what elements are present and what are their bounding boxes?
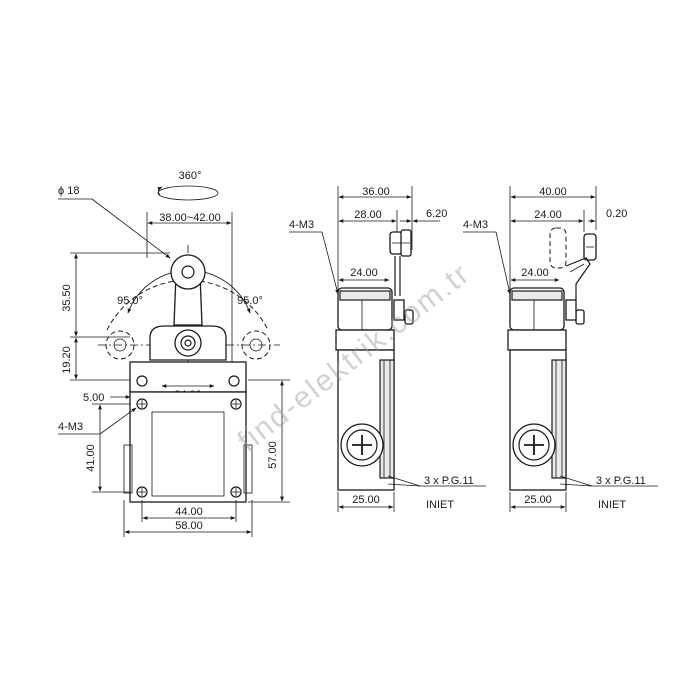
front-view: 360° ϕ 18 38.00~42.00 95.0° 95.0°	[58, 170, 290, 537]
switch-body	[129, 391, 247, 503]
side2-arm-width: 24.00	[534, 209, 562, 221]
side2-conduit: 3 x P.G.11	[596, 475, 646, 487]
side1-total-width: 36.00	[362, 186, 390, 198]
diameter-label: ϕ 18	[58, 185, 79, 197]
roller-wheel	[170, 254, 206, 290]
side1-mount-holes: 4-M3	[289, 219, 314, 231]
height-lower-dimension: 19.20	[61, 346, 73, 374]
screw-offset-dimension: 5.00	[83, 392, 104, 404]
body-height-total-dimension: 57.00	[267, 441, 279, 469]
rotation-arrow-icon	[157, 185, 219, 201]
side-view-1: 36.00 28.00 6.20 4-M3 24.00 2	[289, 186, 486, 512]
rotation-label: 360°	[179, 170, 202, 182]
side2-inlet: INIET	[598, 499, 626, 511]
side1-arm-width: 28.00	[354, 209, 382, 221]
side1-conduit: 3 x P.G.11	[424, 475, 474, 487]
body-width-total-dimension: 58.00	[175, 520, 203, 532]
angle-left-label: 95.0°	[117, 295, 143, 307]
side1-base-width: 25.00	[352, 494, 380, 506]
side-view-2: 40.00 24.00 0.20 4-M3 24.00 2	[463, 186, 658, 512]
side2-arm-offset: 0.20	[606, 208, 627, 220]
side1-inlet: INIET	[426, 499, 454, 511]
body-height-low-dimension: 41.00	[85, 444, 97, 472]
side1-head-width: 24.00	[350, 267, 378, 279]
mount-holes-label: 4-M3	[58, 421, 83, 433]
height-upper-dimension: 35.50	[61, 284, 73, 312]
mount-screws	[136, 398, 242, 498]
side2-head-width: 24.00	[521, 267, 549, 279]
side2-total-width: 40.00	[539, 186, 567, 198]
angle-right-label: 95.0°	[237, 295, 263, 307]
side1-arm-offset: 6.20	[426, 208, 447, 220]
span-dimension: 38.00~42.00	[159, 212, 220, 224]
side2-base-width: 25.00	[524, 494, 552, 506]
side2-mount-holes: 4-M3	[463, 219, 488, 231]
body-width-holes-dimension: 44.00	[175, 506, 203, 518]
